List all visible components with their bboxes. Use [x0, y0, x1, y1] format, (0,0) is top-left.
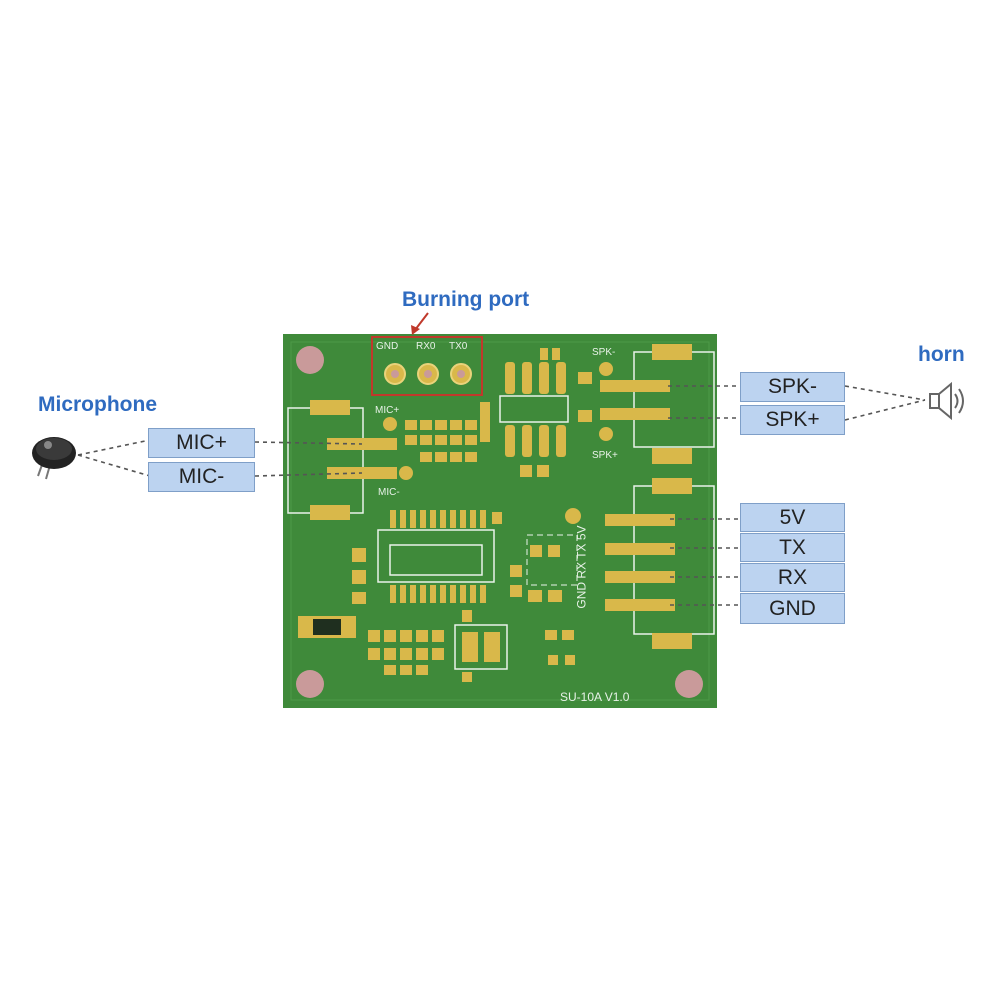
mic-plus-label: MIC+ — [148, 428, 255, 458]
gnd-label: GND — [740, 593, 845, 624]
board-name: SU-10A V1.0 — [560, 690, 630, 704]
microphone-callout: Microphone — [38, 393, 157, 416]
silk-mic-plus: MIC+ — [375, 405, 400, 416]
horn-callout: horn — [918, 343, 965, 366]
spk-minus-label: SPK- — [740, 372, 845, 402]
mounting-hole — [675, 670, 703, 698]
rx-label: RX — [740, 563, 845, 592]
burning-port-box — [371, 336, 483, 396]
tx-label: TX — [740, 533, 845, 562]
main-ic — [377, 529, 495, 583]
silk-rx0: RX0 — [416, 341, 436, 352]
horn-icon — [929, 381, 964, 421]
silk-header-pins: GND RX TX 5V — [574, 525, 589, 609]
burning-port-callout: Burning port — [402, 288, 530, 311]
silk-gnd: GND — [376, 341, 399, 352]
silk-tx0: TX0 — [449, 341, 468, 352]
mounting-hole — [296, 670, 324, 698]
mic-minus-label: MIC- — [148, 462, 255, 492]
silk-spk-minus: SPK- — [592, 347, 616, 358]
5v-label: 5V — [740, 503, 845, 532]
silk-spk-plus: SPK+ — [592, 450, 618, 461]
mounting-hole — [296, 346, 324, 374]
arrow-icon — [414, 312, 429, 331]
spk-plus-label: SPK+ — [740, 405, 845, 435]
silk-mic-minus: MIC- — [378, 487, 400, 498]
microphone-icon — [32, 437, 76, 480]
